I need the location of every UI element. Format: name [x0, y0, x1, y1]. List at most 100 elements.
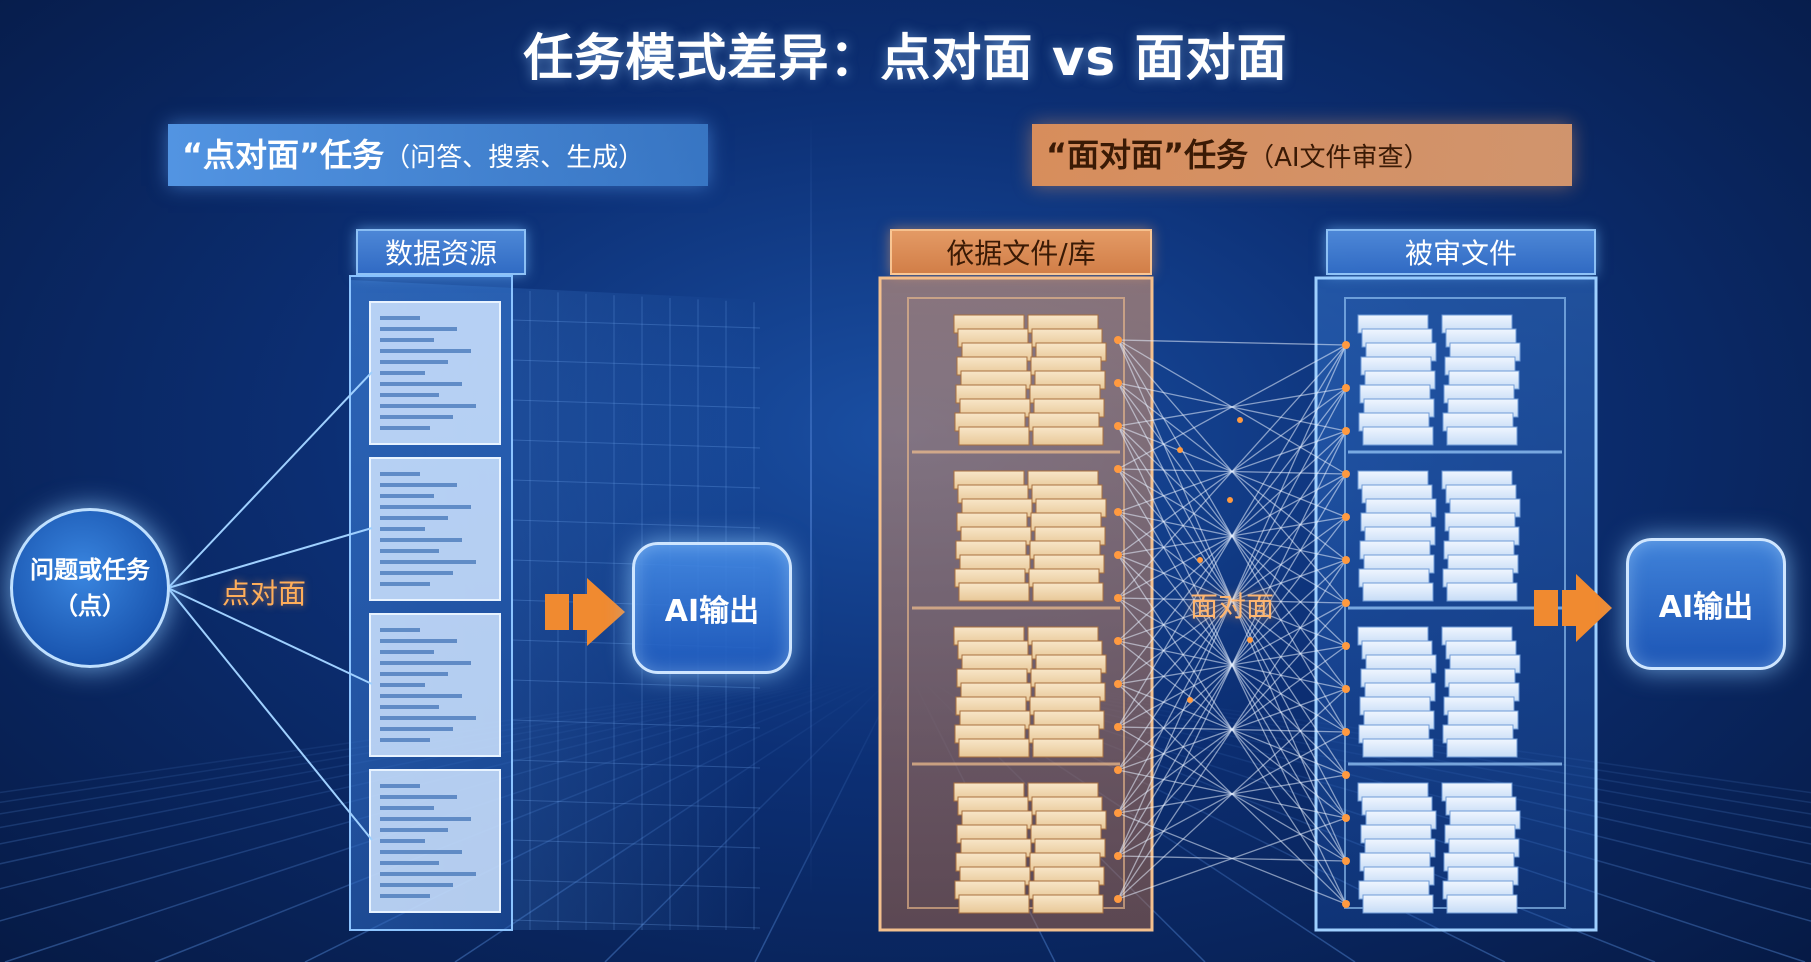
- wall-grid-line: [511, 399, 761, 409]
- node-dot: [1114, 680, 1122, 688]
- file-stack-icon: [953, 470, 1033, 602]
- file-stack-icon: [1027, 470, 1107, 602]
- wall-grid-line: [511, 799, 761, 809]
- mesh-line: [1117, 339, 1347, 346]
- document-icon: [369, 769, 501, 913]
- file-stack-icon: [1027, 626, 1107, 758]
- arrow-right-icon: [1534, 574, 1612, 642]
- wall-grid-line: [511, 759, 761, 769]
- node-dot: [1114, 809, 1122, 817]
- file-stack-icon: [953, 782, 1033, 914]
- wall-grid-line: [511, 439, 761, 449]
- node-dot: [1247, 637, 1253, 643]
- file-stack-icon: [1441, 626, 1521, 758]
- point-line-1: 问题或任务: [30, 556, 150, 584]
- file-stack-icon: [1357, 782, 1437, 914]
- wall-grid-line: [511, 719, 761, 729]
- fan-line: [167, 587, 373, 841]
- wall-grid-line: [511, 679, 761, 689]
- node-dot: [1114, 465, 1122, 473]
- node-dot: [1114, 895, 1122, 903]
- wall-grid-line: [511, 879, 761, 889]
- wall-grid-line: [511, 519, 761, 529]
- node-dot: [1114, 422, 1122, 430]
- floor-line: [984, 679, 1811, 845]
- floor-line: [976, 679, 1811, 865]
- floor-line: [754, 679, 898, 962]
- surface-to-surface-lines: [1117, 339, 1347, 905]
- floor-line: [1000, 679, 1811, 815]
- node-dot: [1342, 685, 1350, 693]
- file-stack-icon: [953, 626, 1033, 758]
- wall-grid-line: [511, 319, 761, 329]
- data-resource-panel: [349, 275, 513, 931]
- node-dot: [1114, 379, 1122, 387]
- node-dot: [1177, 447, 1183, 453]
- page-title: 任务模式差异：点对面 vs 面对面: [523, 29, 1288, 87]
- node-dot: [1342, 814, 1350, 822]
- node-dot: [1342, 513, 1350, 521]
- ai-output-left: AI输出: [632, 542, 792, 674]
- node-dot: [1237, 417, 1243, 423]
- center-divider: [810, 115, 812, 895]
- node-dot: [1342, 341, 1350, 349]
- floor-line: [992, 679, 1811, 829]
- node-dot: [1342, 728, 1350, 736]
- mesh-line: [1117, 344, 1347, 728]
- point-to-surface-lines: [167, 371, 373, 841]
- reference-files-panel: [878, 276, 1154, 932]
- file-stack-icon: [1357, 314, 1437, 446]
- mesh-line: [1117, 430, 1347, 900]
- reference-files-label: 依据文件/库: [890, 229, 1152, 275]
- right-banner-sub: （AI文件审查）: [1248, 143, 1430, 173]
- document-icon: [369, 457, 501, 601]
- file-stack-icon: [1441, 782, 1521, 914]
- mesh-line: [1117, 344, 1347, 599]
- file-stack-icon: [1027, 314, 1107, 446]
- node-dot: [1342, 599, 1350, 607]
- file-stack-icon: [1357, 470, 1437, 602]
- node-dot: [1114, 336, 1122, 344]
- node-dot: [1227, 497, 1233, 503]
- file-stack-icon: [1441, 470, 1521, 602]
- fan-line: [167, 371, 373, 589]
- wall-grid-line: [511, 479, 761, 489]
- node-dot: [1342, 556, 1350, 564]
- mesh-line: [1117, 344, 1347, 470]
- node-dot: [1342, 771, 1350, 779]
- node-dot: [1114, 852, 1122, 860]
- node-dot: [1342, 900, 1350, 908]
- surface-to-surface-label: 面对面: [1190, 590, 1275, 623]
- node-dot: [1342, 470, 1350, 478]
- node-dot: [1342, 427, 1350, 435]
- node-dot: [1342, 384, 1350, 392]
- left-banner-sub: （问答、搜索、生成）: [384, 143, 645, 173]
- fan-line: [167, 527, 373, 589]
- node-dot: [1114, 637, 1122, 645]
- reviewed-files-label: 被审文件: [1326, 229, 1596, 275]
- node-dot: [1114, 723, 1122, 731]
- data-resource-label: 数据资源: [356, 229, 526, 275]
- connection-nodes: [1114, 336, 1350, 908]
- mesh-line: [1117, 344, 1347, 857]
- wall-grid-line: [511, 839, 761, 849]
- node-dot: [1342, 857, 1350, 865]
- node-dot: [1342, 642, 1350, 650]
- wall-grid-line: [511, 919, 761, 929]
- point-to-surface-label: 点对面: [222, 577, 307, 610]
- mesh-line: [1117, 559, 1347, 900]
- right-banner-main: “面对面”任务: [1046, 136, 1249, 174]
- ai-output-right: AI输出: [1626, 538, 1786, 670]
- arrow-right-icon: [545, 578, 625, 646]
- file-stack-icon: [953, 314, 1033, 446]
- node-dot: [1114, 508, 1122, 516]
- node-dot: [1187, 697, 1193, 703]
- document-icon: [369, 613, 501, 757]
- node-dot: [1197, 557, 1203, 563]
- mesh-line: [1117, 817, 1347, 900]
- node-dot: [1114, 594, 1122, 602]
- point-line-2: （点）: [54, 592, 126, 620]
- file-stack-icon: [1441, 314, 1521, 446]
- file-stack-icon: [1027, 782, 1107, 914]
